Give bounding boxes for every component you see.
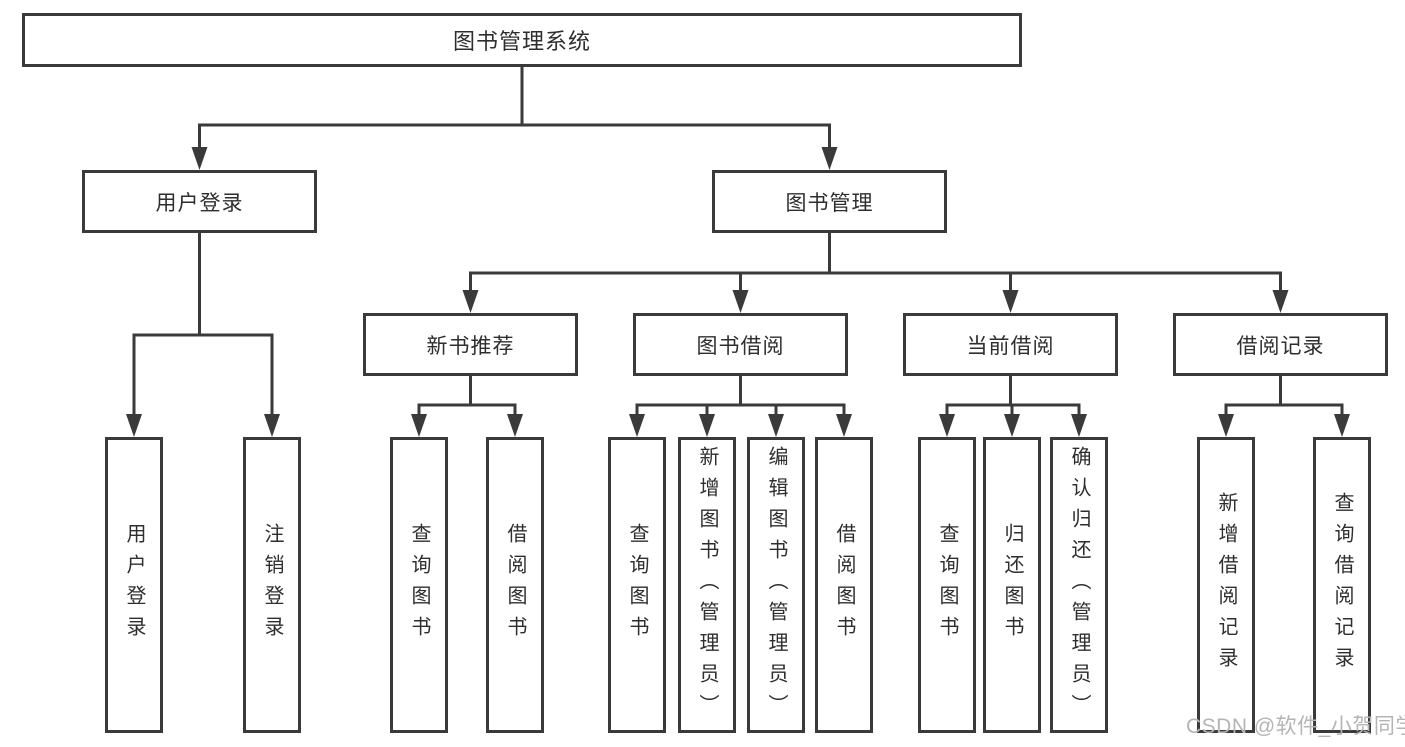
leaf-add-books-admin: 新增图书（管理员）	[678, 437, 736, 733]
leaf-label: 查询图书	[408, 523, 430, 647]
leaf-borrow-books: 借阅图书	[815, 437, 873, 733]
leaf-label: 借阅图书	[504, 523, 526, 647]
node-book-borrowing: 图书借阅	[633, 313, 848, 376]
leaf-borrow-books-recommend: 借阅图书	[486, 437, 544, 733]
node-label: 借阅记录	[1236, 334, 1325, 358]
leaf-user-login: 用户登录	[105, 437, 163, 733]
leaf-add-borrow-record: 新增借阅记录	[1197, 437, 1255, 733]
leaf-query-books-recommend: 查询图书	[390, 437, 448, 733]
node-label: 图书借阅	[696, 334, 785, 358]
node-user-login: 用户登录	[82, 170, 317, 233]
node-borrowing-records: 借阅记录	[1173, 313, 1388, 376]
leaf-query-books-current: 查询图书	[918, 437, 976, 733]
leaf-confirm-return-admin: 确认归还（管理员）	[1050, 437, 1108, 733]
leaf-label: 新增图书（管理员）	[696, 445, 718, 725]
node-label: 图书管理系统	[452, 29, 591, 54]
leaf-label: 归还图书	[1001, 523, 1023, 647]
node-label: 当前借阅	[966, 334, 1055, 358]
leaf-query-borrow-record: 查询借阅记录	[1313, 437, 1371, 733]
node-current-borrowing: 当前借阅	[903, 313, 1118, 376]
leaf-logout: 注销登录	[243, 437, 301, 733]
node-label: 用户登录	[155, 191, 244, 215]
leaf-label: 查询图书	[936, 523, 958, 647]
leaf-label: 注销登录	[261, 523, 283, 647]
leaf-label: 确认归还（管理员）	[1068, 445, 1090, 725]
leaf-edit-books-admin: 编辑图书（管理员）	[747, 437, 805, 733]
leaf-label: 新增借阅记录	[1215, 492, 1237, 678]
node-book-management: 图书管理	[712, 170, 947, 233]
leaf-label: 查询借阅记录	[1331, 492, 1353, 678]
watermark: CSDN @软件_小贺同学	[1186, 715, 1405, 738]
node-new-book-recommendation: 新书推荐	[363, 313, 578, 376]
node-library-management-system: 图书管理系统	[22, 13, 1022, 67]
leaf-query-books-borrow: 查询图书	[608, 437, 666, 733]
leaf-return-books: 归还图书	[983, 437, 1041, 733]
leaf-label: 查询图书	[626, 523, 648, 647]
node-label: 图书管理	[785, 191, 874, 215]
leaf-label: 用户登录	[123, 523, 145, 647]
leaf-label: 编辑图书（管理员）	[765, 445, 787, 725]
leaf-label: 借阅图书	[833, 523, 855, 647]
node-label: 新书推荐	[426, 334, 515, 358]
